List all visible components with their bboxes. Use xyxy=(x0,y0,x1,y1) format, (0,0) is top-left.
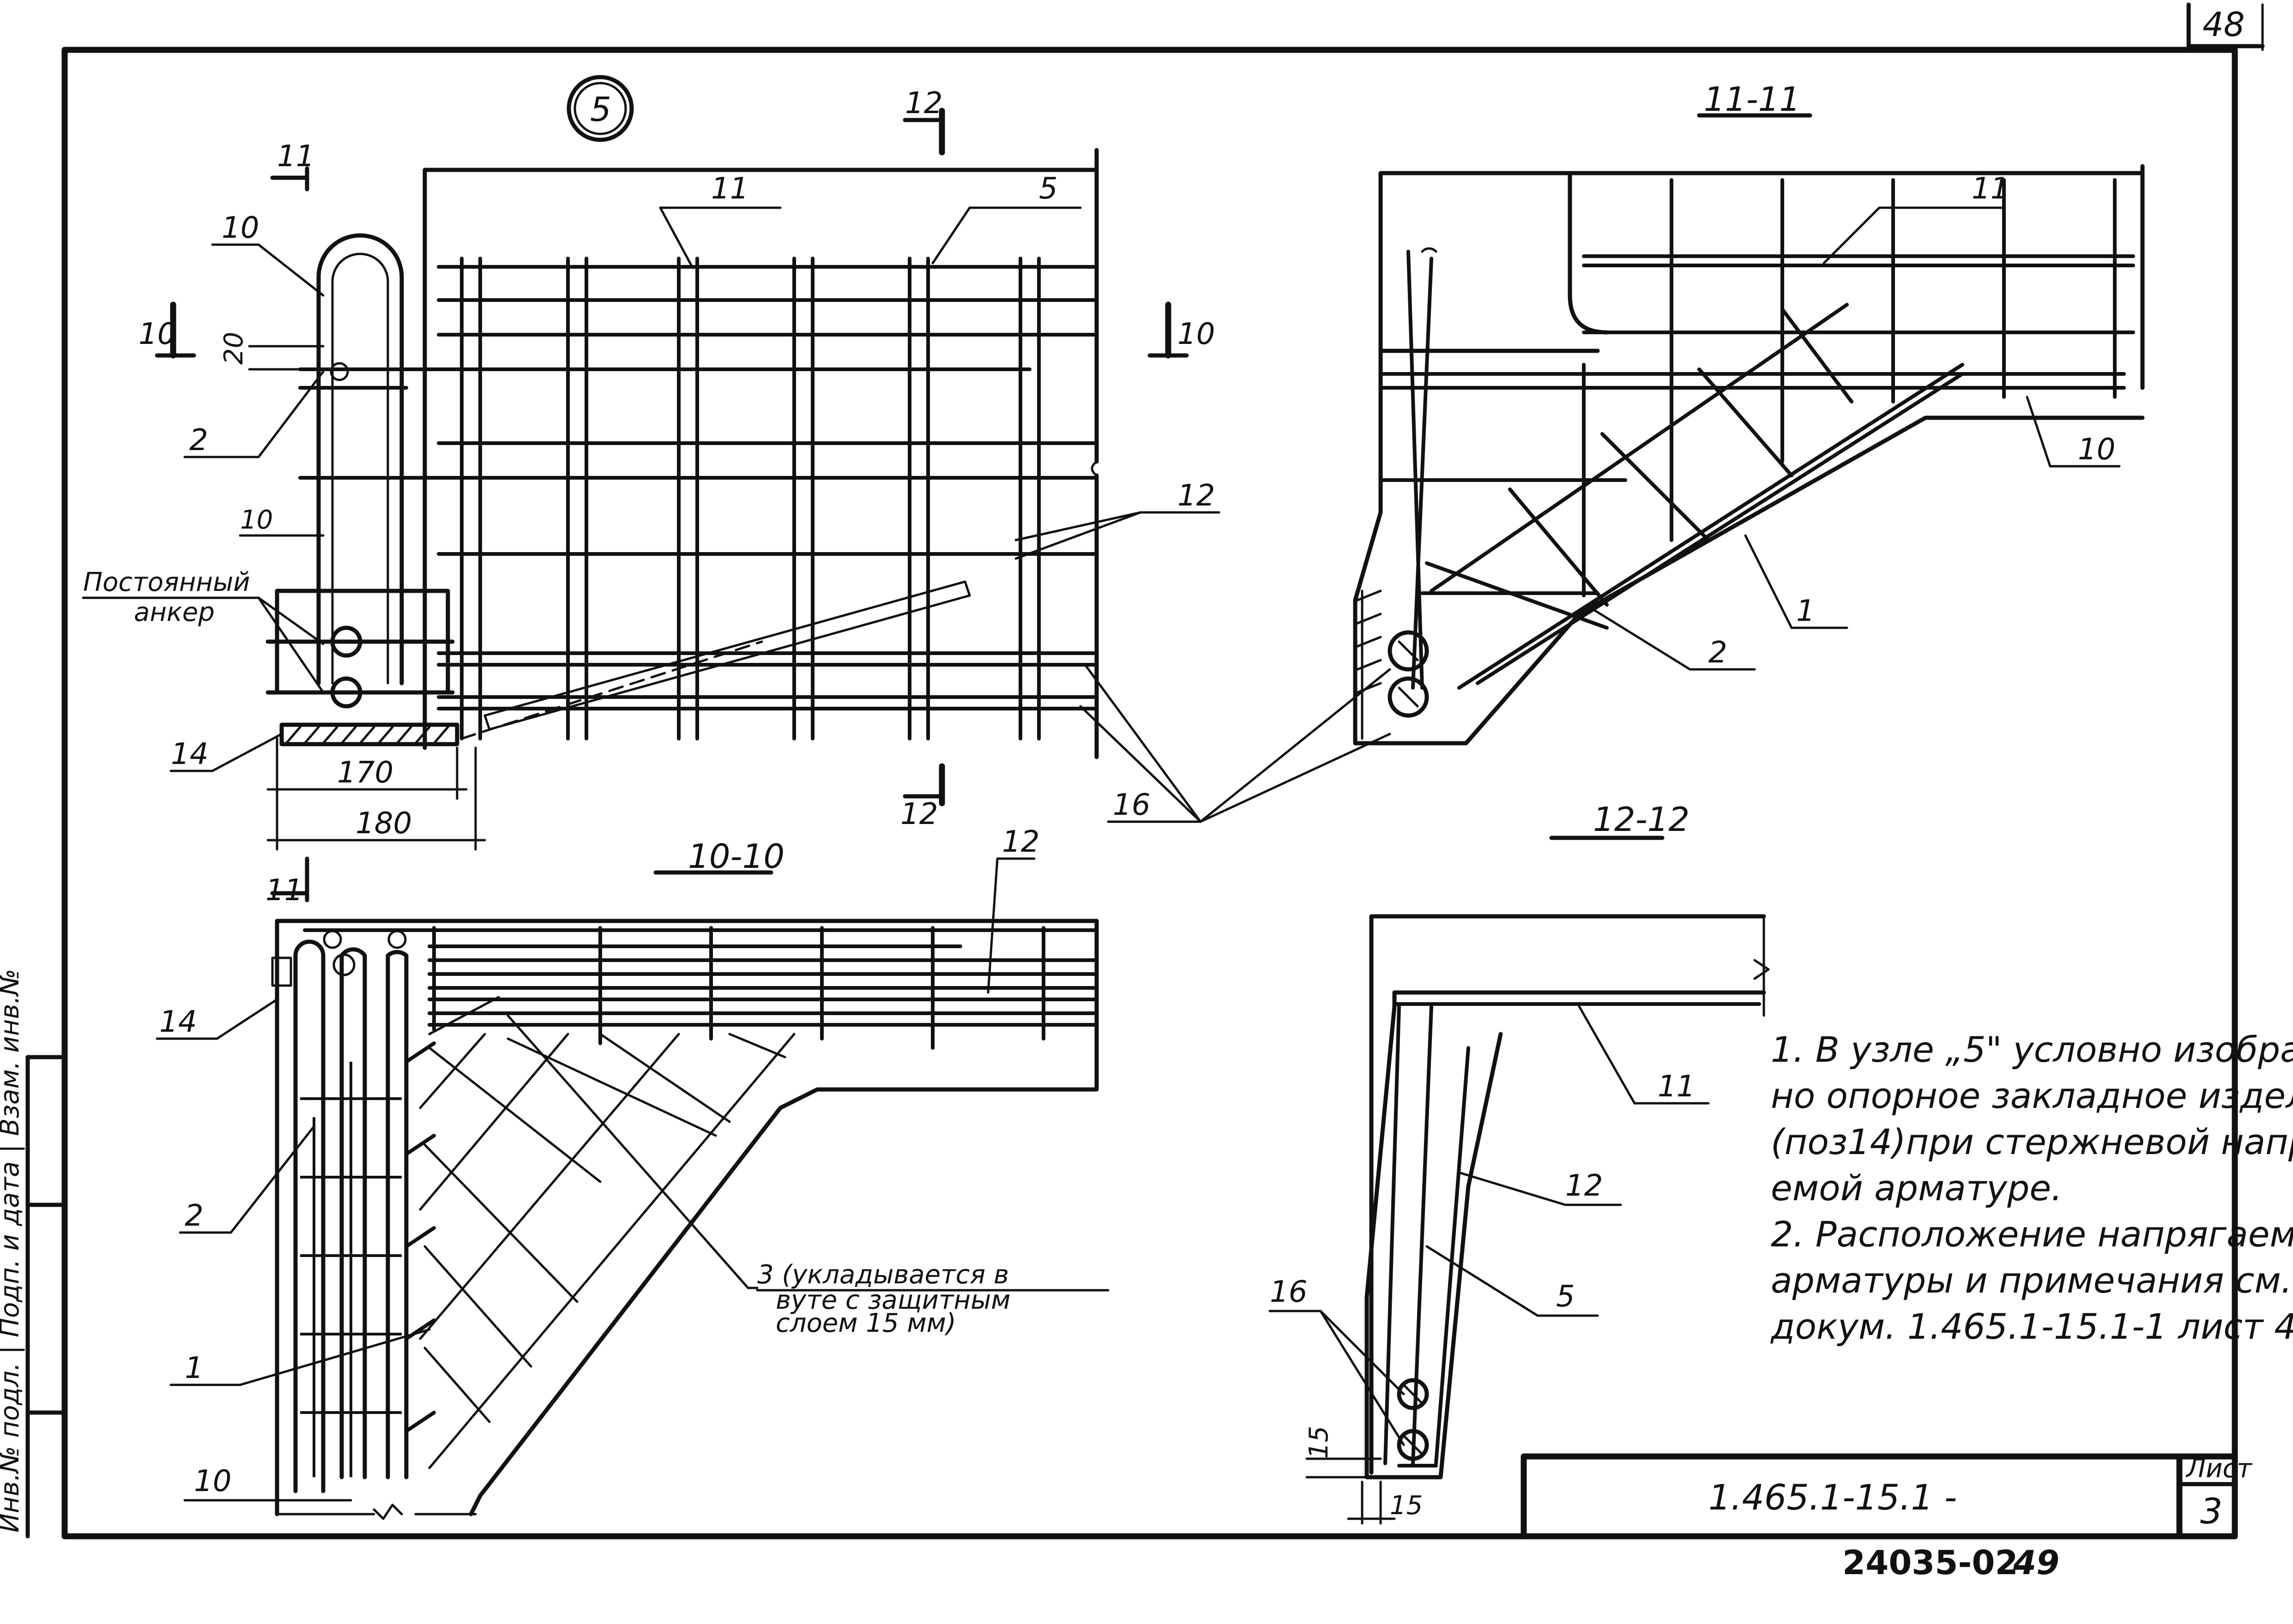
anchor-label-line1: Постоянный xyxy=(83,567,250,597)
section-12-12: 12-12 11 12 5 16 15 xyxy=(1268,800,1770,1525)
dim-20: 20 xyxy=(219,332,249,365)
note-line-1: 1. В узле „5" условно изображе- xyxy=(1771,1029,2293,1070)
node-label-5: 5 xyxy=(1039,172,1058,206)
node-label-12: 12 xyxy=(1177,479,1215,513)
title-block: 1.465.1-15.1 - Лист 3 xyxy=(1521,1453,2252,1540)
sec11-label-2: 2 xyxy=(1708,636,1727,670)
sec10-label-10: 10 xyxy=(194,1464,231,1498)
longitudinal-bars xyxy=(298,265,1098,710)
sec10-note-line1: 3 (укладывается в xyxy=(757,1260,1009,1290)
note-line-6: арматуры и примечания см. xyxy=(1771,1260,2292,1301)
node-label-14: 14 xyxy=(171,737,208,771)
node-cut-12-bottom: 12 xyxy=(900,797,938,831)
sec12-label-12: 12 xyxy=(1565,1169,1603,1203)
dim-10: 10 xyxy=(240,505,273,535)
note-line-5: 2. Расположение напрягаемой xyxy=(1771,1214,2293,1255)
sec11-label-1: 1 xyxy=(1796,594,1815,628)
node-label-2: 2 xyxy=(189,423,208,457)
sec12-label-11: 11 xyxy=(1658,1070,1695,1104)
sec12-dim-15-vertical: 15 xyxy=(1304,1426,1334,1459)
section-12-title: 12-12 xyxy=(1593,800,1690,839)
section-11-11: 11-11 xyxy=(1353,80,2145,746)
general-notes: 1. В узле „5" условно изображе- но опорн… xyxy=(1770,1029,2293,1347)
section-10-title: 10-10 xyxy=(688,837,784,876)
section-11-title: 11-11 xyxy=(1704,80,1800,119)
section-10-10: 10-10 11 xyxy=(156,825,1110,1520)
note-line-7: докум. 1.465.1-15.1-1 лист 4 xyxy=(1770,1306,2293,1347)
side-stamp-strip: Инв.№ подл. | Подп. и дата | Взам. инв.№ xyxy=(0,969,67,1539)
sec10-label-14: 14 xyxy=(159,1005,197,1039)
note-line-2: но опорное закладное изделие xyxy=(1771,1075,2293,1116)
stirrup-bars xyxy=(460,257,1041,740)
sec11-label-11: 11 xyxy=(1972,172,2009,206)
sec11-label-10: 10 xyxy=(2078,433,2115,467)
node-5-view: 5 xyxy=(82,75,1391,851)
haunch-mesh xyxy=(404,996,796,1469)
document-code: 1.465.1-15.1 - xyxy=(1708,1477,1957,1518)
bottom-page-number: 49 xyxy=(2013,1543,2059,1582)
note-line-3: (поз14)при стержневой напряга- xyxy=(1771,1121,2293,1162)
sec12-dim-15-horizontal: 15 xyxy=(1390,1491,1423,1521)
sec10-note-line2: вуте с защитным xyxy=(776,1285,1011,1315)
node-label-11: 11 xyxy=(711,172,748,206)
sec12-label-5: 5 xyxy=(1556,1280,1575,1314)
sheet-frame: 48 xyxy=(61,2,2265,1540)
node-cut-10-left: 10 xyxy=(139,317,176,351)
node-label-10: 10 xyxy=(222,211,259,245)
anchor-label-line2: анкер xyxy=(134,597,215,627)
node-cut-11: 11 xyxy=(277,139,314,174)
sec10-note-line3: слоем 15 мм) xyxy=(776,1308,956,1338)
note-line-4: емой арматуре. xyxy=(1771,1167,2062,1209)
node-number: 5 xyxy=(590,90,611,129)
dim-180: 180 xyxy=(356,806,412,841)
sec10-label-2: 2 xyxy=(185,1199,204,1233)
side-strip-text: Инв.№ подл. | Подп. и дата | Взам. инв.№ xyxy=(0,969,25,1533)
sheet-number: 3 xyxy=(2200,1491,2222,1532)
dim-170: 170 xyxy=(337,756,393,790)
node-cut-10-right: 10 xyxy=(1177,317,1215,351)
sec10-label-12: 12 xyxy=(1002,825,1039,859)
sec10-label-1: 1 xyxy=(185,1351,204,1385)
node-label-16: 16 xyxy=(1113,788,1150,822)
node-cut-12-top: 12 xyxy=(905,86,942,120)
sec12-label-16: 16 xyxy=(1270,1275,1307,1309)
bottom-stamp-number: 24035-02 xyxy=(1842,1543,2018,1582)
sec10-cut-11: 11 xyxy=(266,873,303,908)
corner-page-number: 48 xyxy=(2202,5,2245,44)
sheet-label: Лист xyxy=(2185,1454,2252,1484)
